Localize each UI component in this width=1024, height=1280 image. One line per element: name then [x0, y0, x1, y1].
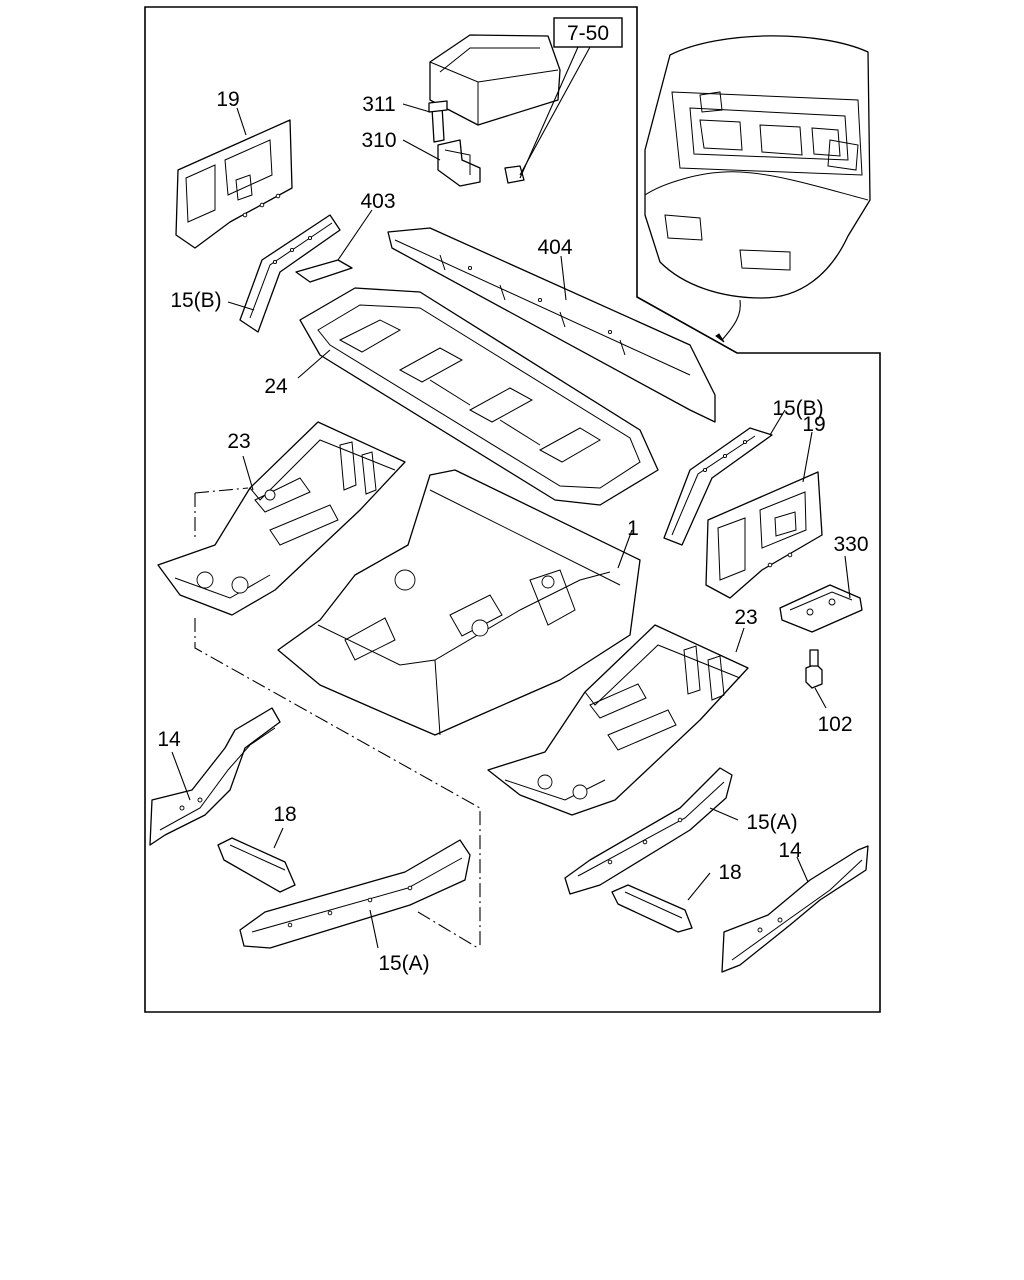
callout-311: 311 — [362, 93, 395, 116]
part-18-right-bracket — [611, 884, 693, 933]
reference-box-frame — [553, 17, 623, 48]
part-15b-left-rail — [239, 214, 341, 333]
callout-15b-left: 15(B) — [170, 289, 221, 312]
part-15a-left-rail — [239, 839, 471, 949]
part-15b-right-rail — [663, 427, 773, 546]
reference-box-label: 7-50 — [567, 22, 609, 45]
part-15a-right-rail — [564, 767, 733, 895]
callout-310: 310 — [361, 129, 396, 152]
callout-19-right: 19 — [802, 413, 825, 436]
callout-330: 330 — [833, 533, 868, 556]
callout-19-top: 19 — [216, 88, 239, 111]
part-23-right-floor — [487, 624, 749, 816]
part-14-left-sill — [149, 707, 281, 846]
callout-14-left: 14 — [157, 728, 181, 751]
cab-inset-illustration — [644, 35, 871, 343]
part-330-bracket — [779, 584, 863, 633]
part-403-plate — [295, 259, 353, 283]
section-line-left-lower — [194, 618, 481, 948]
part-14-right-sill — [721, 845, 869, 973]
diagram-frame — [144, 6, 881, 1013]
callout-15a-right: 15(A) — [746, 811, 797, 834]
callout-23-left: 23 — [227, 430, 250, 453]
callout-404: 404 — [537, 236, 572, 259]
callout-15a-left: 15(A) — [378, 952, 429, 975]
part-1-main-floor — [277, 469, 641, 736]
leader-lines — [171, 46, 851, 949]
part-404-cross-member — [387, 227, 716, 423]
callout-15b-right: 15(B) — [772, 397, 823, 420]
module-7-50 — [428, 34, 561, 187]
callout-102: 102 — [817, 713, 852, 736]
callout-18-right: 18 — [718, 861, 741, 884]
callout-14-right: 14 — [778, 839, 802, 862]
callout-24: 24 — [264, 375, 288, 398]
part-18-left-bracket — [217, 837, 296, 893]
section-line-left-bottom — [417, 911, 479, 949]
callout-1: 1 — [627, 517, 639, 540]
section-line-top — [194, 487, 249, 494]
part-19-right-panel — [705, 471, 823, 599]
part-102-nut — [805, 649, 823, 689]
callout-18-left: 18 — [273, 803, 296, 826]
part-19-left-panel — [175, 119, 293, 249]
part-24-rear-floor — [299, 287, 659, 506]
callout-23-right: 23 — [734, 606, 757, 629]
callout-403: 403 — [360, 190, 395, 213]
part-23-left-floor — [157, 421, 406, 616]
